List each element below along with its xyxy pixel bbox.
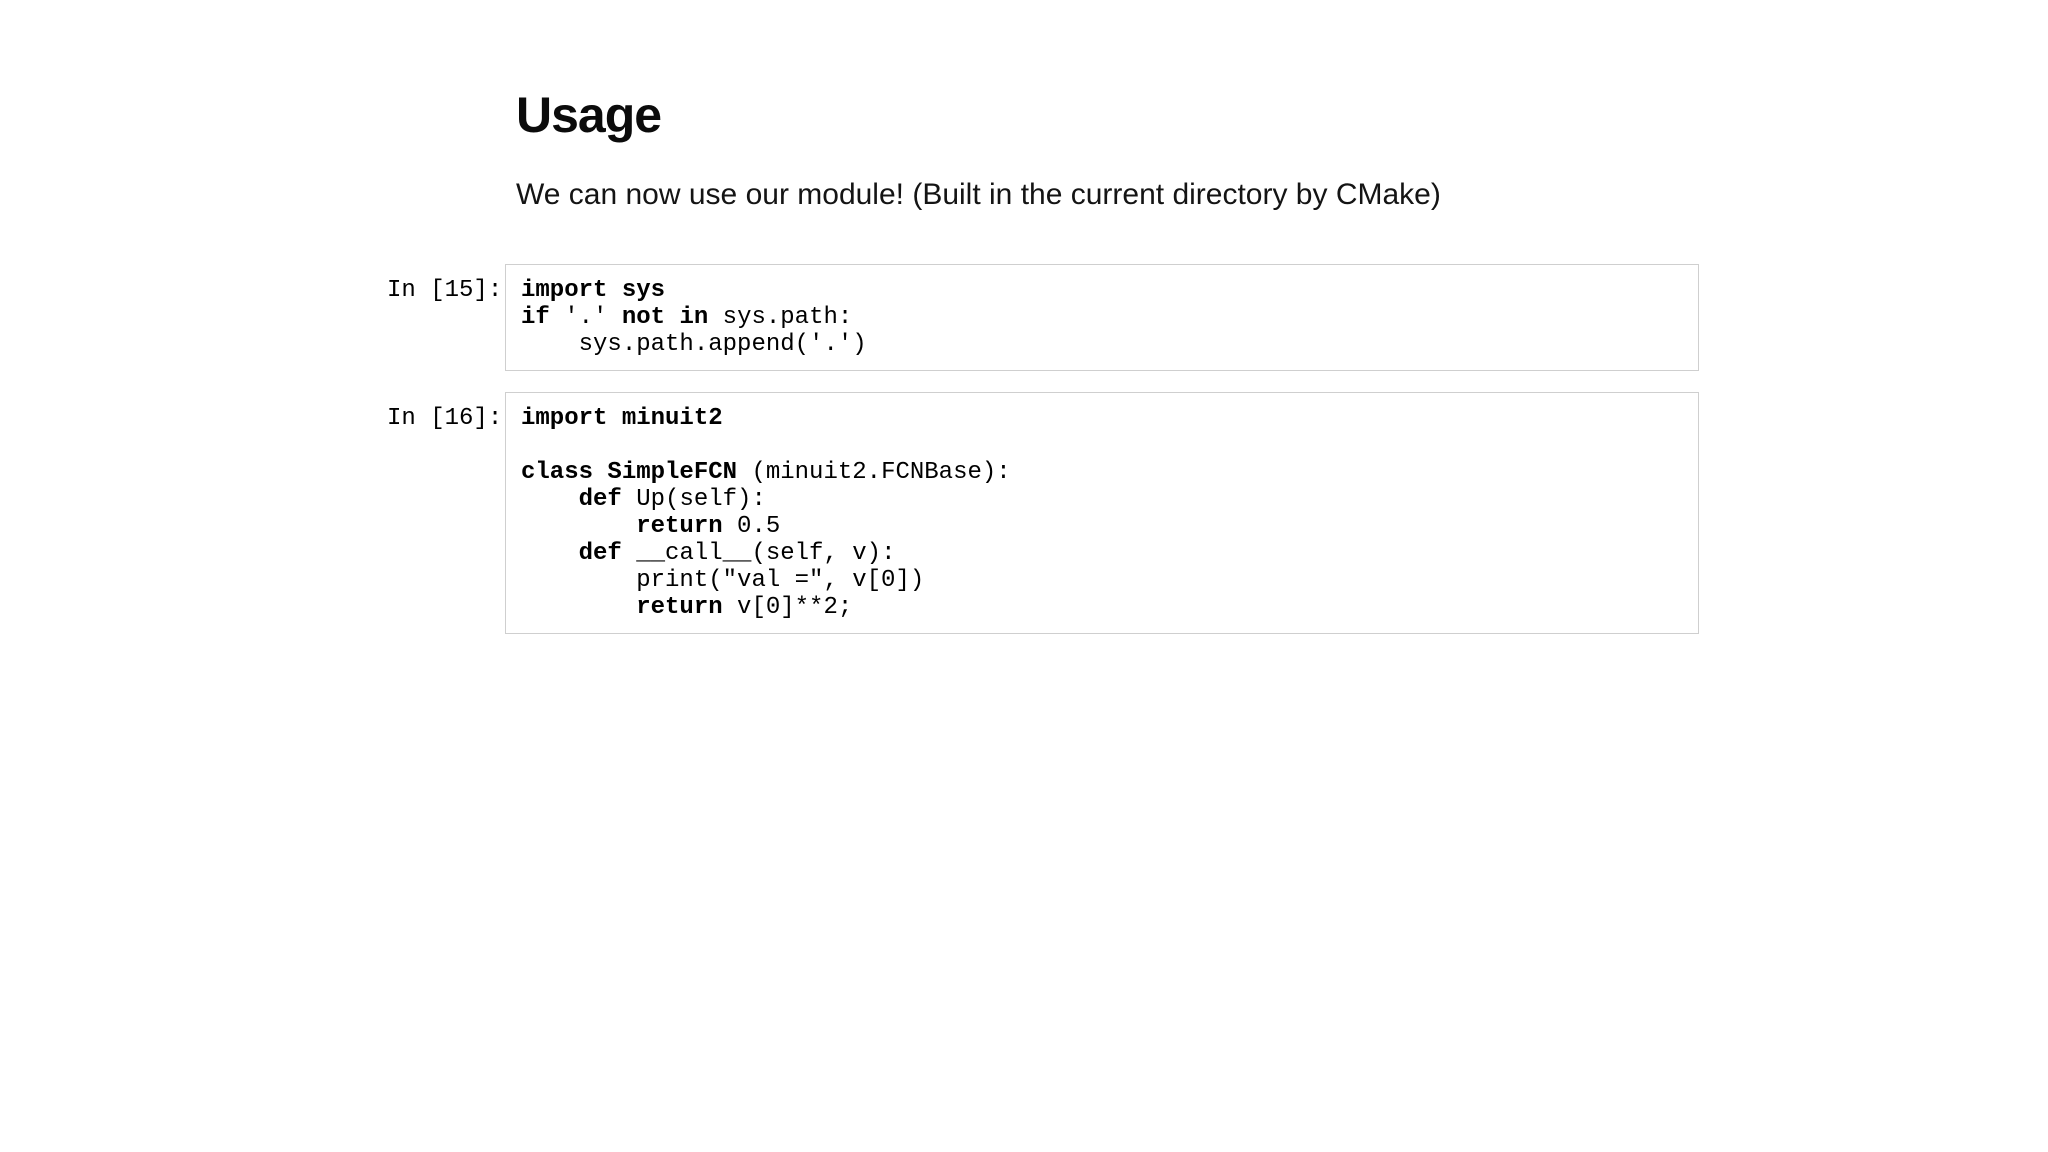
code-pre: import sys if '.' not in sys.path: sys.p… xyxy=(521,277,867,358)
code-cell-15: In [15]: import sys if '.' not in sys.pa… xyxy=(387,264,2048,371)
code-cells-container: In [15]: import sys if '.' not in sys.pa… xyxy=(0,264,2048,634)
code-pre: import minuit2 class SimpleFCN (minuit2.… xyxy=(521,405,1011,621)
input-prompt: In [16]: xyxy=(387,405,503,432)
markdown-cell: Usage We can now use our module! (Built … xyxy=(516,88,1748,214)
input-prompt: In [15]: xyxy=(387,277,503,304)
code-input: import minuit2 class SimpleFCN (minuit2.… xyxy=(505,392,1699,634)
intro-text: We can now use our module! (Built in the… xyxy=(516,178,1441,211)
code-input: import sys if '.' not in sys.path: sys.p… xyxy=(505,264,1699,371)
notebook-content: Usage We can now use our module! (Built … xyxy=(0,88,2048,634)
page-title: Usage xyxy=(516,87,662,143)
code-cell-16: In [16]: import minuit2 class SimpleFCN … xyxy=(387,392,2048,634)
